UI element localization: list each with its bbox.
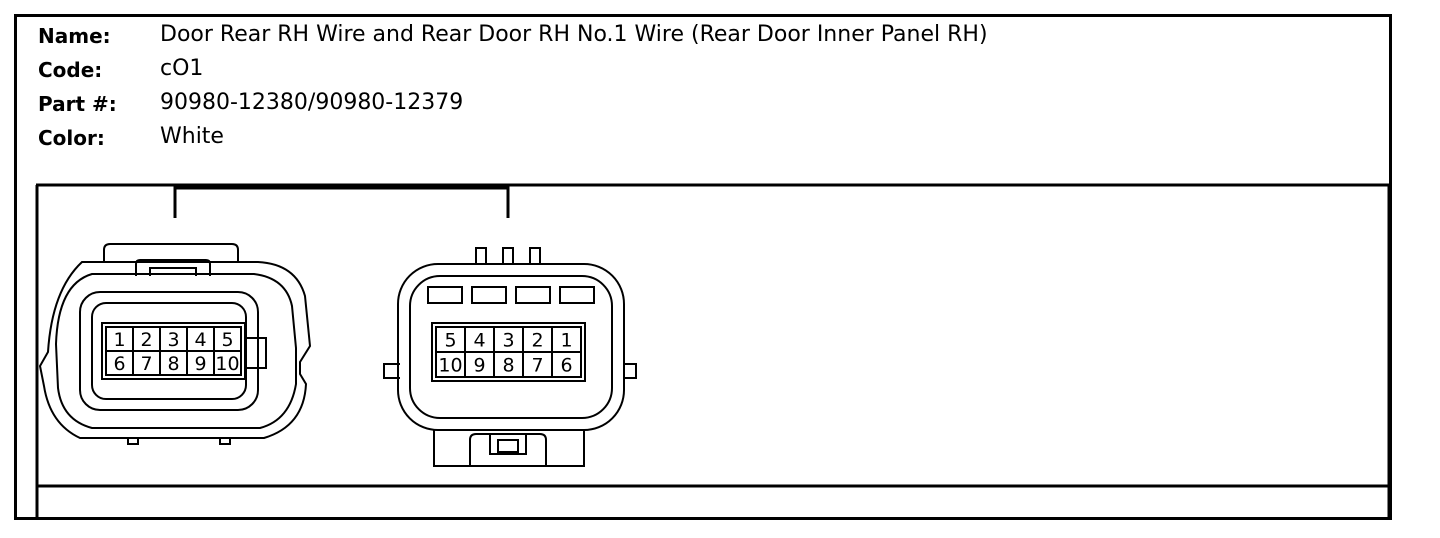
- name-label: Name:: [38, 24, 111, 48]
- right-pin-5: 5: [444, 330, 456, 352]
- right-pin-10: 10: [438, 355, 462, 377]
- left-pin-3: 3: [167, 329, 179, 351]
- right-pin-4: 4: [473, 330, 485, 352]
- left-pin-cell: [213, 350, 242, 376]
- left-pin-block: [101, 322, 246, 380]
- code-label: Code:: [38, 58, 103, 82]
- right-pin-3: 3: [502, 330, 514, 352]
- left-pin-5: 5: [221, 329, 233, 351]
- mating-bracket: [173, 186, 510, 218]
- right-pin-7: 7: [531, 355, 543, 377]
- connector-right-body: [383, 247, 637, 467]
- color-label: Color:: [38, 126, 105, 150]
- left-pin-10: 10: [215, 353, 239, 375]
- diagram-panel: [35, 183, 1392, 520]
- right-pin-6: 6: [560, 355, 572, 377]
- right-pin-1: 1: [560, 330, 572, 352]
- connector-left-body: [38, 243, 312, 445]
- right-pin-block: [431, 322, 586, 382]
- left-pin-1: 1: [113, 329, 125, 351]
- code-value: cO1: [160, 56, 204, 81]
- name-value: Door Rear RH Wire and Rear Door RH No.1 …: [160, 22, 988, 47]
- part-value: 90980-12380/90980-12379: [160, 90, 464, 115]
- left-pin-9: 9: [194, 353, 206, 375]
- part-label: Part #:: [38, 92, 117, 116]
- right-pin-9: 9: [473, 355, 485, 377]
- left-pin-4: 4: [194, 329, 206, 351]
- right-pin-2: 2: [531, 330, 543, 352]
- left-pin-2: 2: [140, 329, 152, 351]
- left-pin-7: 7: [140, 353, 152, 375]
- color-value: White: [160, 124, 224, 149]
- right-pin-cell: [551, 351, 582, 378]
- right-pin-8: 8: [502, 355, 514, 377]
- left-pin-6: 6: [113, 353, 125, 375]
- left-pin-8: 8: [167, 353, 179, 375]
